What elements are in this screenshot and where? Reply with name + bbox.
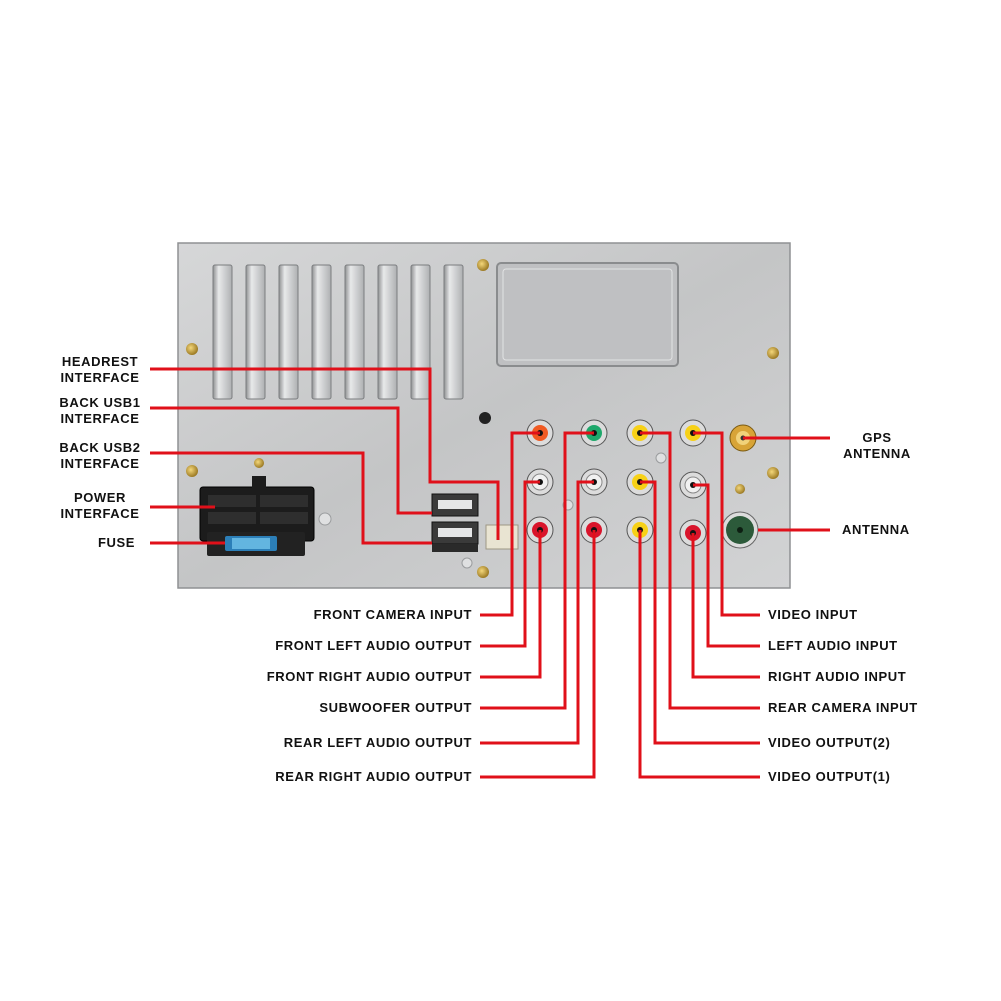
line-subwoofer xyxy=(480,431,594,710)
label-headrest-interface: HEADREST INTERFACE xyxy=(42,354,158,386)
line-rear-right xyxy=(480,530,596,779)
label-video-input: VIDEO INPUT xyxy=(768,607,858,622)
label-gps-line1: GPS xyxy=(862,430,892,445)
line-rear-camera-input xyxy=(640,431,760,710)
label-front-right-audio-output: FRONT RIGHT AUDIO OUTPUT xyxy=(266,669,472,684)
line-front-camera xyxy=(480,431,540,617)
label-headrest-line1: HEADREST xyxy=(61,354,139,369)
line-left-audio-input xyxy=(693,483,760,648)
label-fuse: FUSE xyxy=(98,535,136,550)
panel-screws xyxy=(186,259,779,578)
label-headrest-line2: INTERFACE xyxy=(60,370,140,385)
raised-plate xyxy=(496,262,679,367)
label-back-usb1-interface: BACK USB1 INTERFACE xyxy=(42,395,158,427)
label-gps-antenna: GPS ANTENNA xyxy=(822,430,932,462)
label-rear-right-audio-output: REAR RIGHT AUDIO OUTPUT xyxy=(275,769,472,784)
line-usb1 xyxy=(150,406,432,515)
line-front-left xyxy=(480,480,540,648)
label-front-left-audio-output: FRONT LEFT AUDIO OUTPUT xyxy=(275,638,472,653)
label-front-camera-input: FRONT CAMERA INPUT xyxy=(313,607,472,622)
label-left-audio-input: LEFT AUDIO INPUT xyxy=(768,638,898,653)
line-video-input xyxy=(693,431,760,617)
radio-antenna-connector xyxy=(721,511,759,549)
panel-hole xyxy=(479,412,491,424)
power-connector xyxy=(199,476,315,542)
label-right-audio-input: RIGHT AUDIO INPUT xyxy=(768,669,907,684)
label-usb1-line1: BACK USB1 xyxy=(59,395,141,410)
ventilation-slots xyxy=(212,264,464,400)
line-video-output-2 xyxy=(640,480,760,745)
label-video-output-2: VIDEO OUTPUT(2) xyxy=(768,735,891,750)
label-video-output-1: VIDEO OUTPUT(1) xyxy=(768,769,891,784)
label-subwoofer-output: SUBWOOFER OUTPUT xyxy=(319,700,472,715)
label-antenna: ANTENNA xyxy=(842,522,910,537)
label-power-interface: POWER INTERFACE xyxy=(42,490,158,522)
line-right-audio-input xyxy=(691,533,760,679)
label-rear-camera-input: REAR CAMERA INPUT xyxy=(768,700,918,715)
label-power-line2: INTERFACE xyxy=(60,506,140,521)
label-power-line1: POWER xyxy=(73,490,127,505)
label-rear-left-audio-output: REAR LEFT AUDIO OUTPUT xyxy=(283,735,472,750)
label-gps-line2: ANTENNA xyxy=(843,446,911,461)
fuse-holder xyxy=(207,532,305,556)
leader-lines xyxy=(150,367,830,779)
line-rear-left xyxy=(480,480,594,745)
label-usb1-line2: INTERFACE xyxy=(60,411,140,426)
label-back-usb2-interface: BACK USB2 INTERFACE xyxy=(42,440,158,472)
line-front-right xyxy=(480,530,542,679)
line-headrest xyxy=(150,367,500,540)
label-usb2-line2: INTERFACE xyxy=(60,456,140,471)
line-video-output-1 xyxy=(638,530,760,779)
line-usb2 xyxy=(150,451,432,545)
label-usb2-line1: BACK USB2 xyxy=(59,440,141,455)
